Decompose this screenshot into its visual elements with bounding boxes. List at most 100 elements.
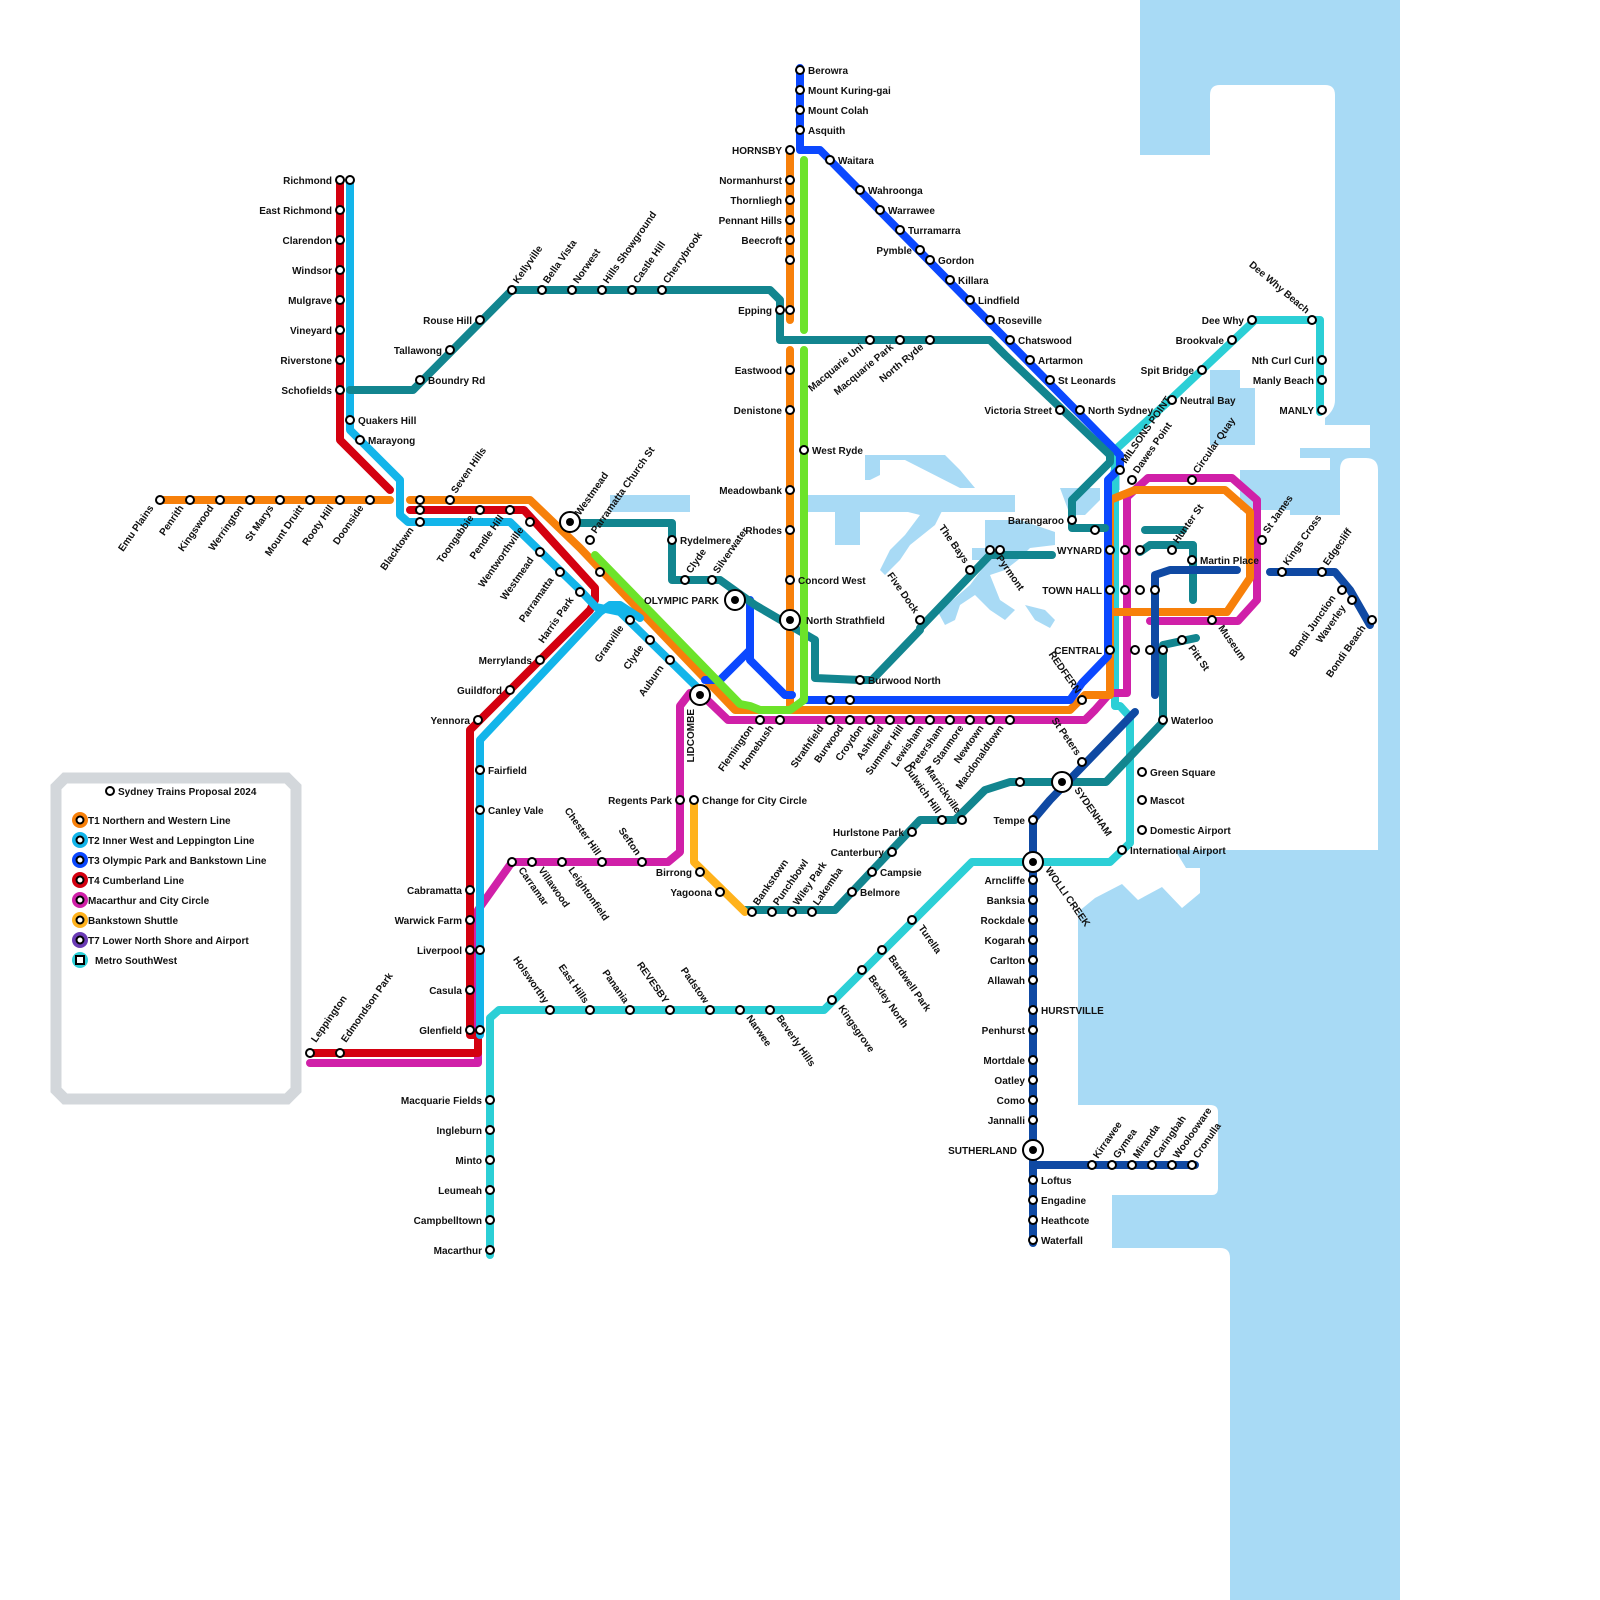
station-dot: [595, 567, 605, 577]
station-dot: [1028, 955, 1038, 965]
station-dot: [1177, 635, 1187, 645]
station-label-fairfield: Fairfield: [488, 766, 527, 777]
legend-station-icon: [75, 895, 85, 905]
station-label-pitt-st: Pitt St: [1186, 643, 1212, 674]
station-label-yagoona: Yagoona: [670, 888, 712, 899]
station-dot: [775, 305, 785, 315]
interchange-dot: [566, 518, 574, 526]
station-label-quakers-hill: Quakers Hill: [358, 416, 417, 427]
station-dot: [785, 195, 795, 205]
station-label-holsworthy: Holsworthy: [510, 955, 550, 1006]
station-dot: [735, 1005, 745, 1015]
station-dot: [567, 285, 577, 295]
station-dot: [1135, 545, 1145, 555]
station-dot: [795, 65, 805, 75]
station-label-kingsgrove: Kingsgrove: [836, 1003, 877, 1055]
station-dot: [925, 715, 935, 725]
station-label-merrylands: Merrylands: [479, 656, 533, 667]
station-label-meadowbank: Meadowbank: [719, 486, 782, 497]
station-dot: [585, 535, 595, 545]
station-dot: [965, 295, 975, 305]
station-dot: [747, 907, 757, 917]
station-dot: [665, 655, 675, 665]
station-dot: [1087, 1160, 1097, 1170]
interchange-dot: [1058, 778, 1066, 786]
station-dot: [1120, 545, 1130, 555]
station-dot: [1105, 545, 1115, 555]
station-dot: [527, 857, 537, 867]
station-dot: [475, 765, 485, 775]
station-dot: [895, 335, 905, 345]
station-dot: [785, 145, 795, 155]
station-dot: [507, 285, 517, 295]
station-dot: [965, 715, 975, 725]
station-label-leumeah: Leumeah: [438, 1186, 482, 1197]
station-label-epping: Epping: [738, 306, 772, 317]
station-dot: [1028, 1175, 1038, 1185]
legend-label: Macarthur and City Circle: [88, 896, 210, 907]
station-dot: [1067, 515, 1077, 525]
station-dot: [485, 1095, 495, 1105]
station-label-barangaroo: Barangaroo: [1008, 516, 1064, 527]
station-label-five-dock: Five Dock: [884, 571, 920, 616]
station-dot: [245, 495, 255, 505]
station-dot: [555, 567, 565, 577]
station-dot: [825, 715, 835, 725]
station-label-normanhurst: Normanhurst: [719, 176, 782, 187]
station-dot: [415, 505, 425, 515]
station-dot: [597, 857, 607, 867]
station-dot: [1028, 815, 1038, 825]
station-dot: [335, 355, 345, 365]
station-dot: [1028, 895, 1038, 905]
station-dot: [1005, 335, 1015, 345]
station-dot: [1337, 585, 1347, 595]
station-dot: [1055, 405, 1065, 415]
station-dot: [1137, 767, 1147, 777]
station-dot: [415, 517, 425, 527]
station-dot: [557, 857, 567, 867]
station-dot: [625, 1005, 635, 1015]
station-dot: [475, 945, 485, 955]
station-label-sutherland: SUTHERLAND: [948, 1146, 1017, 1157]
station-dot: [680, 575, 690, 585]
harbour-main: [610, 455, 1330, 515]
station-dot: [675, 795, 685, 805]
station-dot: [877, 945, 887, 955]
station-dot: [707, 575, 717, 585]
station-dot: [985, 315, 995, 325]
station-label-richmond: Richmond: [283, 176, 332, 187]
station-dot: [857, 965, 867, 975]
station-label-east-richmond: East Richmond: [259, 206, 332, 217]
station-dot: [507, 857, 517, 867]
station-label-mortdale: Mortdale: [983, 1056, 1025, 1067]
station-dot: [335, 325, 345, 335]
station-dot: [505, 685, 515, 695]
interchange-dot: [696, 691, 704, 699]
station-dot: [689, 795, 699, 805]
station-label-hurlstone-park: Hurlstone Park: [833, 828, 905, 839]
station-label-canterbury: Canterbury: [831, 848, 885, 859]
legend-station-icon: [75, 935, 85, 945]
station-dot: [1077, 695, 1087, 705]
station-dot: [1107, 1160, 1117, 1170]
station-dot: [855, 675, 865, 685]
station-label-warrawee: Warrawee: [888, 206, 935, 217]
station-dot: [475, 805, 485, 815]
station-dot: [1028, 875, 1038, 885]
station-dot: [335, 295, 345, 305]
station-dot: [945, 715, 955, 725]
station-dot: [825, 155, 835, 165]
station-dot: [335, 385, 345, 395]
station-dot: [785, 235, 795, 245]
station-dot: [1347, 595, 1357, 605]
station-label-pymble: Pymble: [876, 246, 912, 257]
legend-station-icon: [75, 915, 85, 925]
legend-station-icon: [75, 835, 85, 845]
station-dot: [995, 545, 1005, 555]
station-dot: [1167, 545, 1177, 555]
legend-station-icon: [75, 875, 85, 885]
station-label-edgecliff: Edgecliff: [1321, 526, 1355, 567]
station-dot: [785, 215, 795, 225]
station-dot: [665, 1005, 675, 1015]
station-dot: [1028, 935, 1038, 945]
